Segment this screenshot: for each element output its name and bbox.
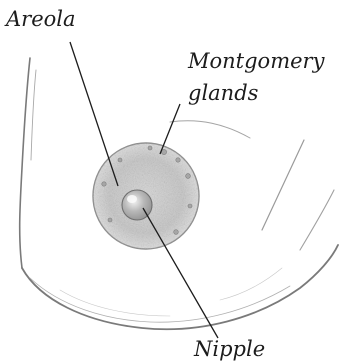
montgomery-leader-line [160,104,180,154]
montgomery-label-line1: Montgomery [187,49,326,73]
areola-label: Areola [4,7,76,31]
areola-leader-line [70,42,118,186]
montgomery-label-line2: glands [188,81,259,105]
nipple-label: Nipple [193,337,265,361]
